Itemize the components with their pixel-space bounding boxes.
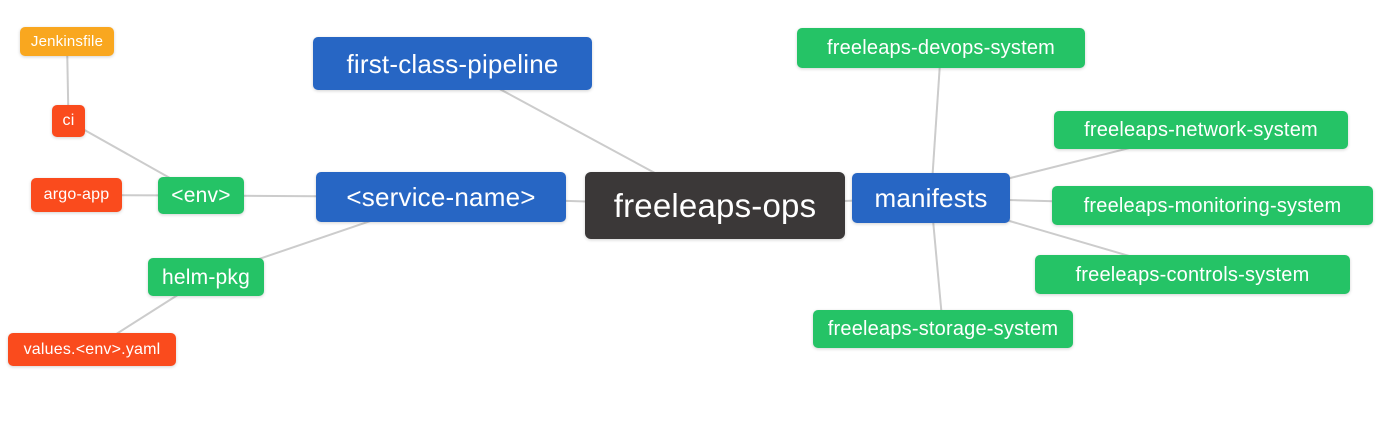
node-jenkinsfile[interactable]: Jenkinsfile [20, 27, 114, 56]
node-freeleaps-monitoring-system[interactable]: freeleaps-monitoring-system [1052, 186, 1373, 225]
node-manifests[interactable]: manifests [852, 173, 1010, 223]
node-freeleaps-network-system[interactable]: freeleaps-network-system [1054, 111, 1348, 149]
node-argo-app[interactable]: argo-app [31, 178, 122, 212]
node-service-name[interactable]: <service-name> [316, 172, 566, 222]
node-values-env-yaml[interactable]: values.<env>.yaml [8, 333, 176, 366]
node-freeleaps-storage-system[interactable]: freeleaps-storage-system [813, 310, 1073, 348]
node-ci[interactable]: ci [52, 105, 85, 137]
node-freeleaps-controls-system[interactable]: freeleaps-controls-system [1035, 255, 1350, 294]
node-helm-pkg[interactable]: helm-pkg [148, 258, 264, 296]
node-freeleaps-ops[interactable]: freeleaps-ops [585, 172, 845, 239]
node-freeleaps-devops-system[interactable]: freeleaps-devops-system [797, 28, 1085, 68]
node-first-class-pipeline[interactable]: first-class-pipeline [313, 37, 592, 90]
node-env[interactable]: <env> [158, 177, 244, 214]
